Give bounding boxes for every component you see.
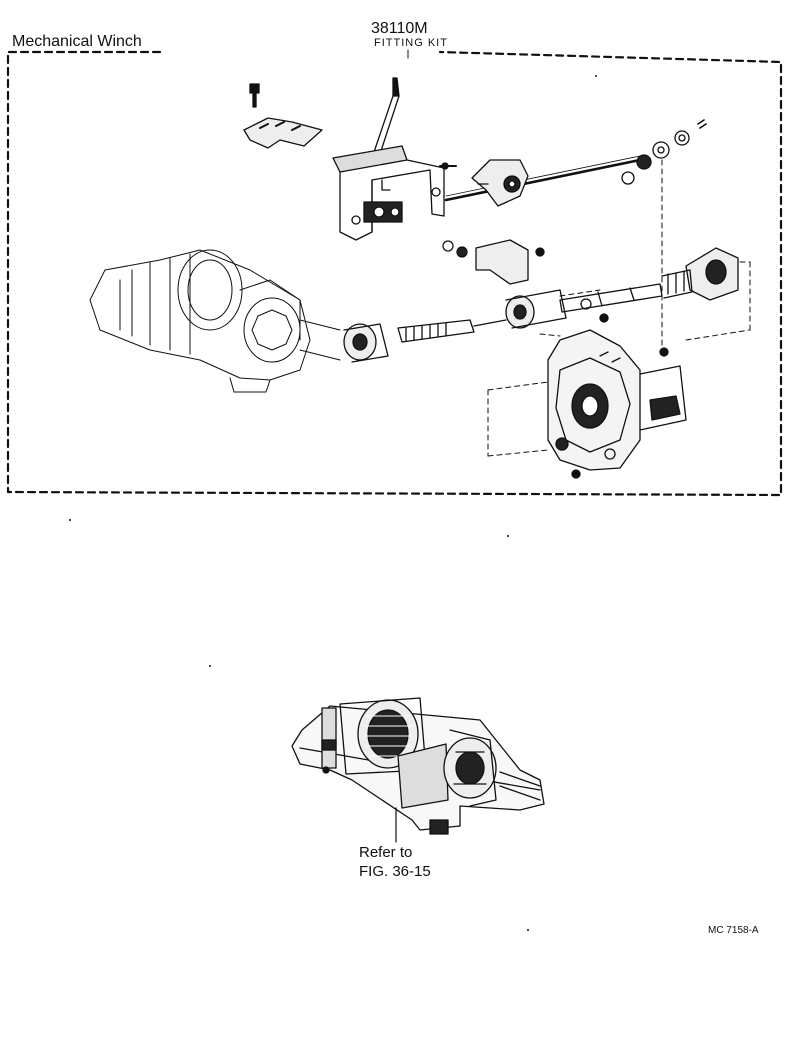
nuts-right [439,119,707,185]
shift-rod [444,155,642,202]
alignment-guides [487,159,751,457]
figure-code: MC 7158-A [708,925,759,936]
drive-shaft [397,283,663,343]
pto-housing [547,329,687,479]
winch-ghost [89,249,341,393]
linkage-bracket [471,159,529,207]
scan-specks [69,75,597,931]
shift-lever-assembly [332,77,445,241]
section-title: Mechanical Winch [12,33,142,50]
kit-name: FITTING KIT [374,37,448,49]
fitting-kit-boundary [6,50,783,497]
bolt-top-left [249,83,260,108]
reference-label: Refer to [359,844,413,861]
universal-joint-right [661,247,739,301]
reference-figure: FIG. 36-15 [359,863,431,880]
winch-assembly [291,697,545,835]
lock-plate [243,117,323,149]
universal-joint-left [343,323,389,363]
winch-bracket-mid [442,239,545,285]
kit-part-number: 38110M [371,20,428,37]
